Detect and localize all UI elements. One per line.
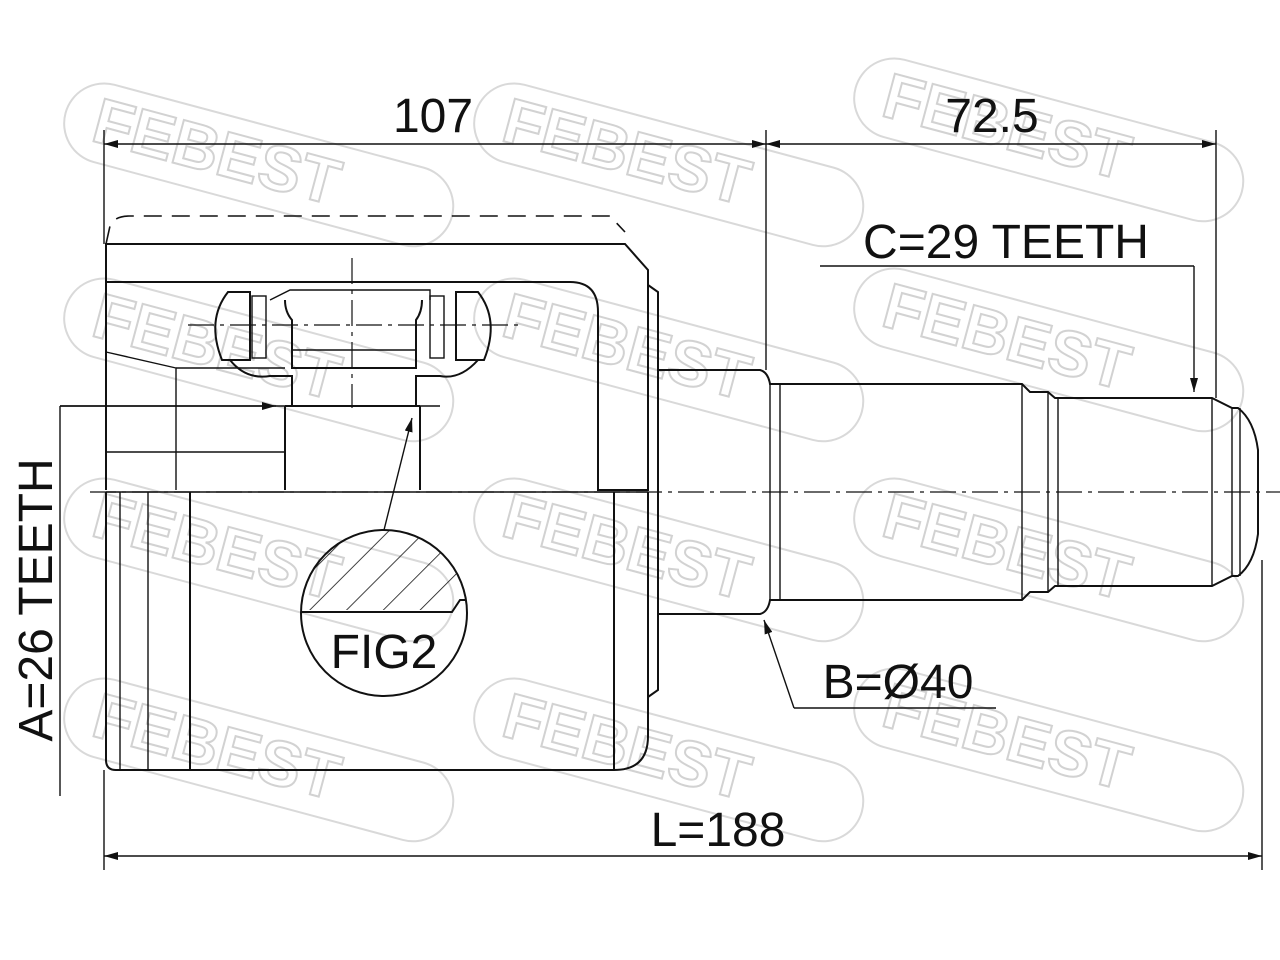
dimension-107: 107 xyxy=(103,90,767,370)
watermark-brand-10: FEBEST xyxy=(86,679,349,814)
dimension-a-spline: A=26 TEETH xyxy=(10,402,276,796)
dim-l-label: L=188 xyxy=(651,804,786,857)
watermark-5: FEBEST xyxy=(473,277,865,443)
watermark-8: FEBEST xyxy=(473,477,865,643)
tripod-bearing-section xyxy=(188,258,520,408)
watermark-brand-1: FEBEST xyxy=(86,84,349,219)
watermark-brand-2: FEBEST xyxy=(496,84,759,219)
dimension-72-5: 72.5 xyxy=(766,90,1217,398)
watermark-2: FEBEST xyxy=(473,82,865,248)
dim-a-label: A=26 TEETH xyxy=(10,458,63,741)
housing-lower-body xyxy=(105,492,649,771)
dimension-total-length: L=188 xyxy=(103,560,1263,870)
dim-b-label: B=Ø40 xyxy=(823,656,974,709)
fig2-label: FIG2 xyxy=(331,626,438,679)
watermark-6: FEBEST xyxy=(853,267,1245,433)
housing-section-upper xyxy=(105,243,649,491)
dim-72-5-label: 72.5 xyxy=(945,90,1038,143)
dim-c-label: C=29 TEETH xyxy=(863,216,1149,269)
watermark-layer: FEBEST FEBEST FEBEST FEBEST FEBEST FEBES… xyxy=(63,57,1245,843)
watermark-3: FEBEST xyxy=(853,57,1245,223)
watermark-brand-11: FEBEST xyxy=(496,679,759,814)
dimension-b-diameter: B=Ø40 xyxy=(763,619,996,709)
fig2-leader xyxy=(383,417,413,531)
watermark-10: FEBEST xyxy=(63,677,455,843)
shaft-outline xyxy=(658,369,1259,615)
dimension-c-spline: C=29 TEETH xyxy=(820,216,1198,392)
watermark-brand-8: FEBEST xyxy=(496,479,759,614)
watermark-9: FEBEST xyxy=(853,477,1245,643)
watermark-brand-9: FEBEST xyxy=(876,479,1139,614)
watermark-brand-5: FEBEST xyxy=(496,279,759,414)
housing-flange xyxy=(647,284,659,698)
dim-107-label: 107 xyxy=(393,90,473,143)
housing-phantom-line xyxy=(105,215,626,245)
stub-shaft xyxy=(658,369,1259,615)
